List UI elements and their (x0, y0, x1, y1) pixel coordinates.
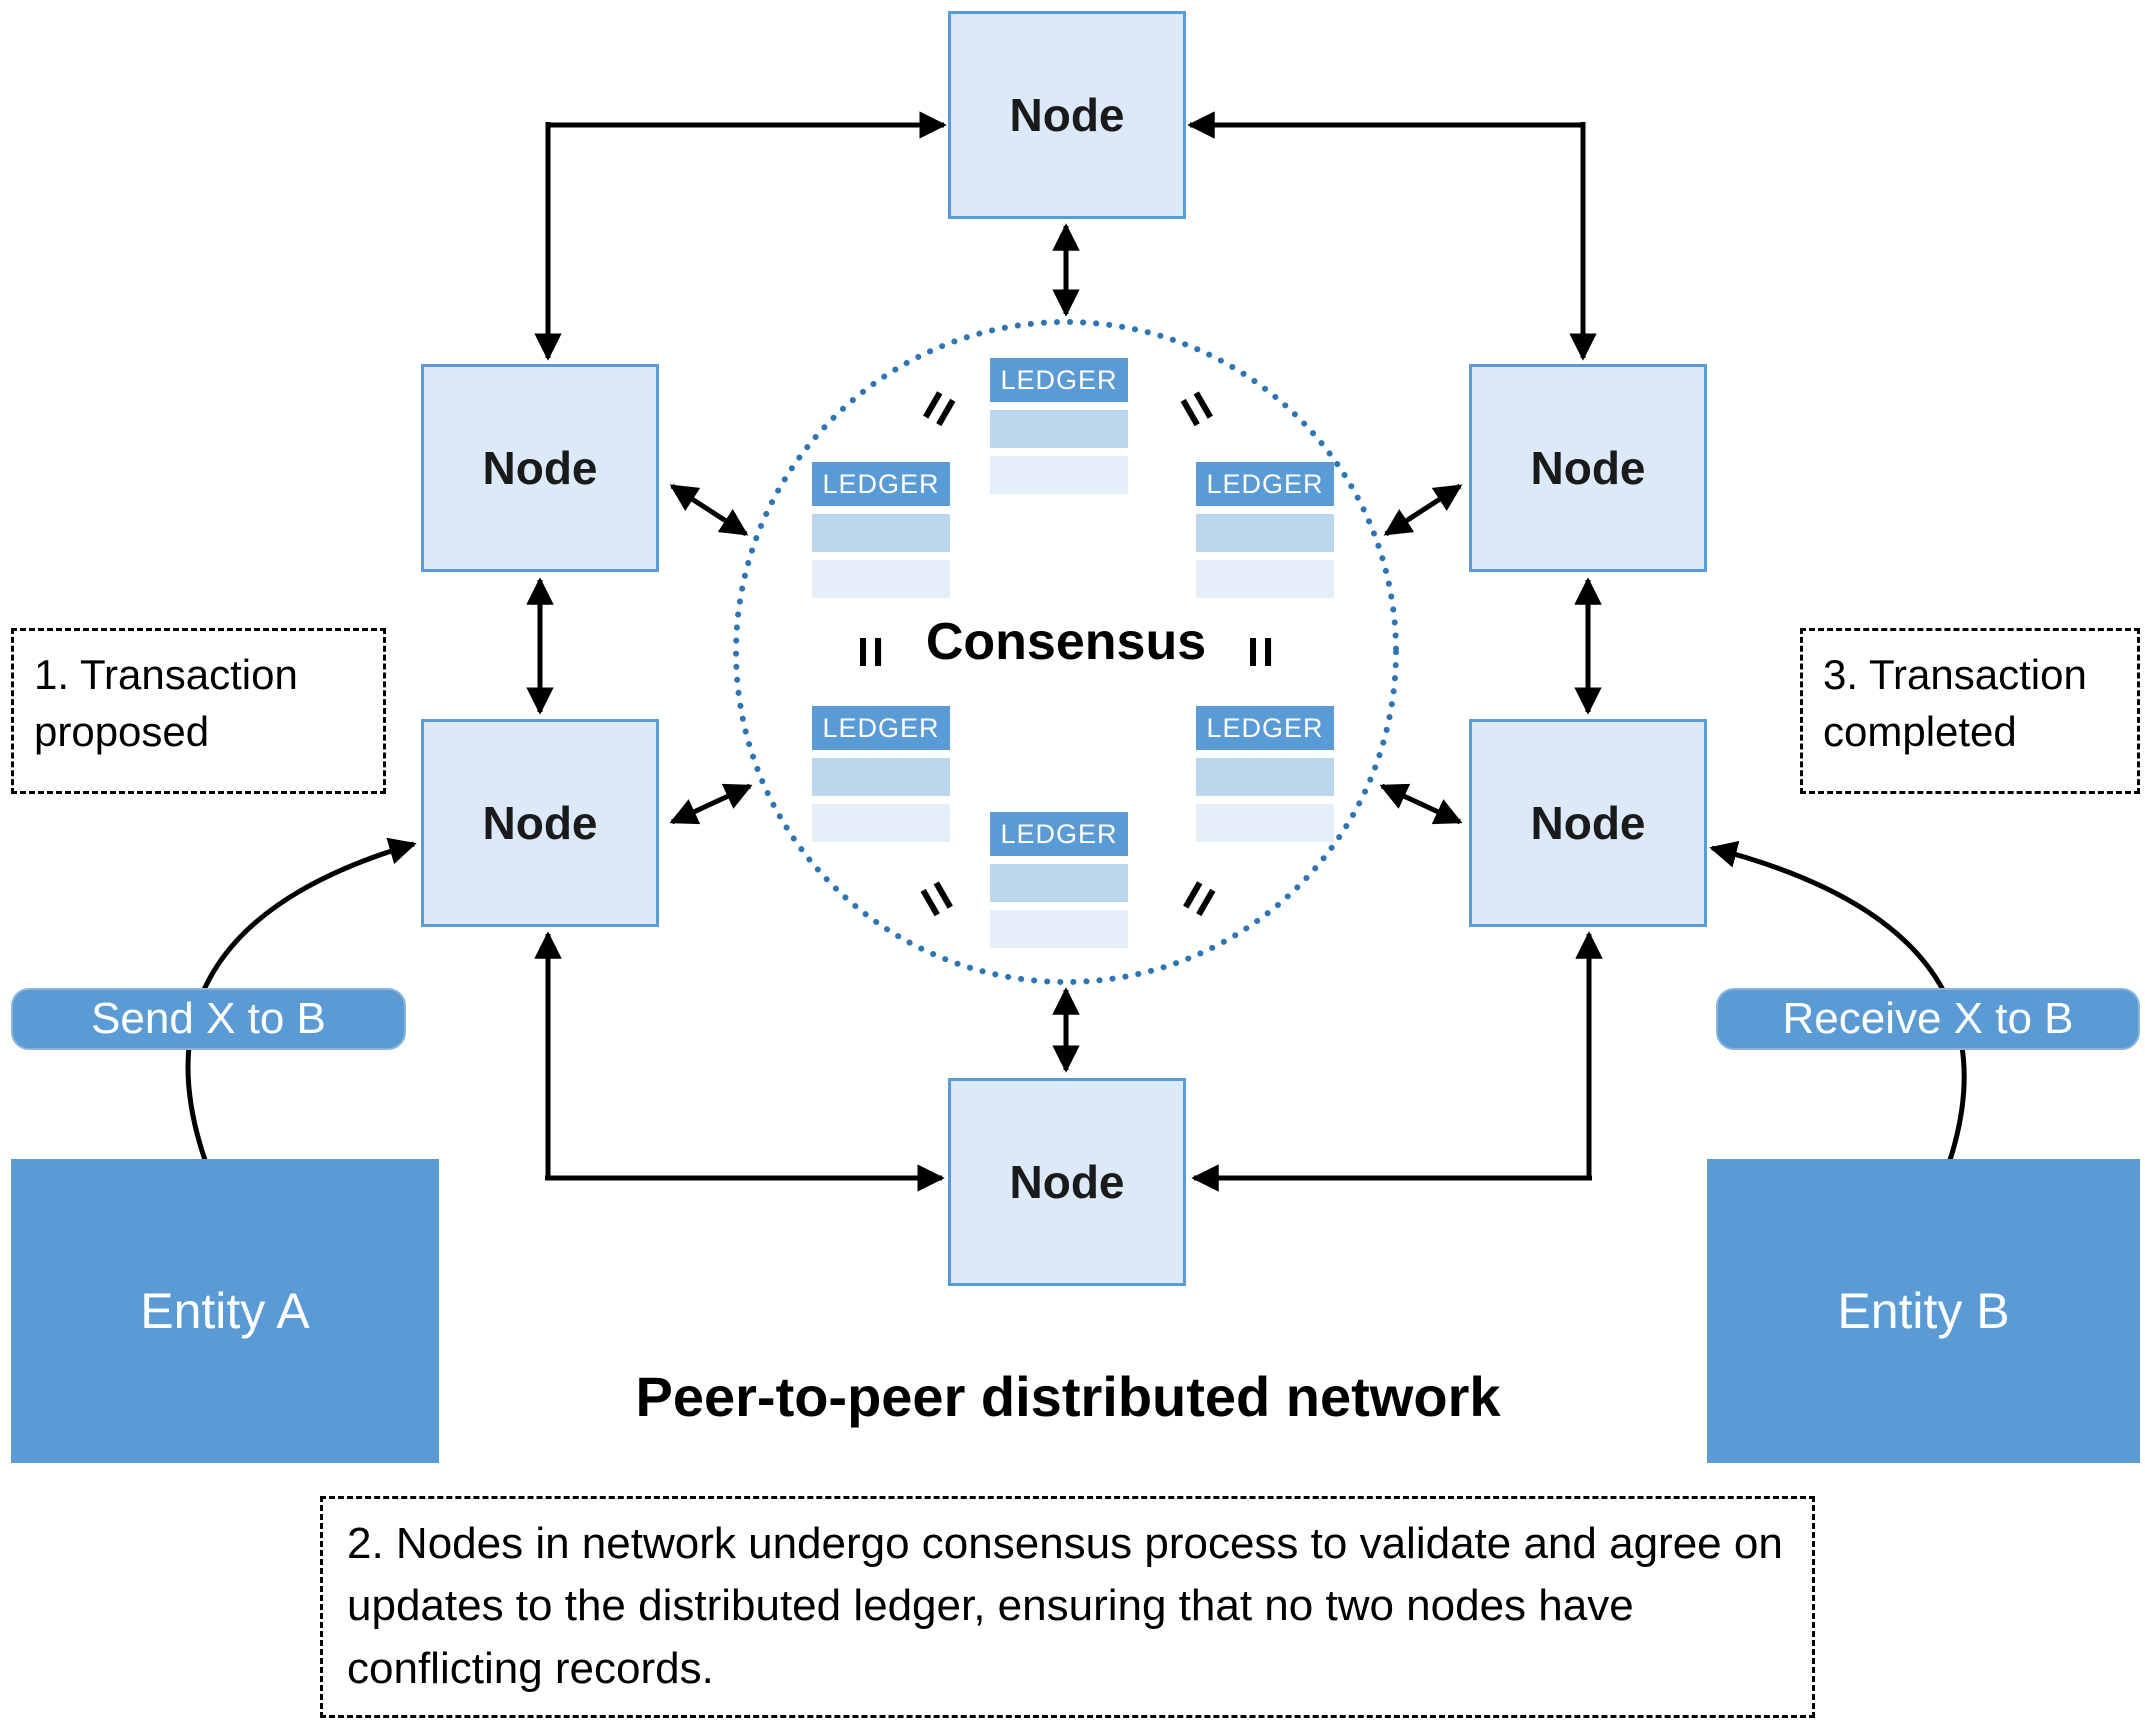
node-box-lower-left: Node (421, 719, 659, 927)
node-label: Node (1530, 442, 1646, 494)
node-label: Node (1009, 89, 1125, 141)
ledger-row (990, 456, 1128, 494)
ledger-row (990, 910, 1128, 948)
equals-icon-mid-right: = (1230, 635, 1294, 669)
ledger-header: LEDGER (812, 462, 950, 506)
send-transaction-pill: Send X to B (11, 988, 406, 1050)
ledger-header: LEDGER (812, 706, 950, 750)
node-box-upper-left: Node (421, 364, 659, 572)
equals-icon-mid-left: = (840, 635, 904, 669)
ledger-table-upper-right: LEDGER (1196, 462, 1334, 598)
ledger-table-top: LEDGER (990, 358, 1128, 494)
entity-a-box: Entity A (11, 1159, 439, 1463)
ledger-row (1196, 560, 1334, 598)
receive-transaction-pill: Receive X to B (1716, 988, 2140, 1050)
ledger-table-lower-left: LEDGER (812, 706, 950, 842)
ledger-header: LEDGER (1196, 706, 1334, 750)
node-box-upper-right: Node (1469, 364, 1707, 572)
ledger-row (1196, 514, 1334, 552)
consensus-dotted-circle (733, 319, 1399, 985)
consensus-label: Consensus (925, 613, 1207, 671)
node-box-lower-right: Node (1469, 719, 1707, 927)
ledger-table-bottom: LEDGER (990, 812, 1128, 948)
ledger-row (990, 864, 1128, 902)
step2-callout: 2. Nodes in network undergo consensus pr… (320, 1496, 1815, 1718)
ledger-row (990, 410, 1128, 448)
node-label: Node (1009, 1156, 1125, 1208)
step1-callout: 1. Transaction proposed (11, 628, 386, 794)
ledger-header: LEDGER (990, 812, 1128, 856)
ledger-row (812, 804, 950, 842)
node-box-bottom: Node (948, 1078, 1186, 1286)
diagram-title: Peer-to-peer distributed network (635, 1365, 1501, 1428)
ledger-row (1196, 758, 1334, 796)
ledger-row (812, 560, 950, 598)
ledger-row (812, 514, 950, 552)
ledger-header: LEDGER (1196, 462, 1334, 506)
node-label: Node (1530, 797, 1646, 849)
ledger-header: LEDGER (990, 358, 1128, 402)
node-label: Node (482, 797, 598, 849)
ledger-table-upper-left: LEDGER (812, 462, 950, 598)
ledger-table-lower-right: LEDGER (1196, 706, 1334, 842)
node-box-top: Node (948, 11, 1186, 219)
ledger-row (1196, 804, 1334, 842)
step3-callout: 3. Transaction completed (1800, 628, 2140, 794)
ledger-row (812, 758, 950, 796)
entity-b-box: Entity B (1707, 1159, 2140, 1463)
node-label: Node (482, 442, 598, 494)
